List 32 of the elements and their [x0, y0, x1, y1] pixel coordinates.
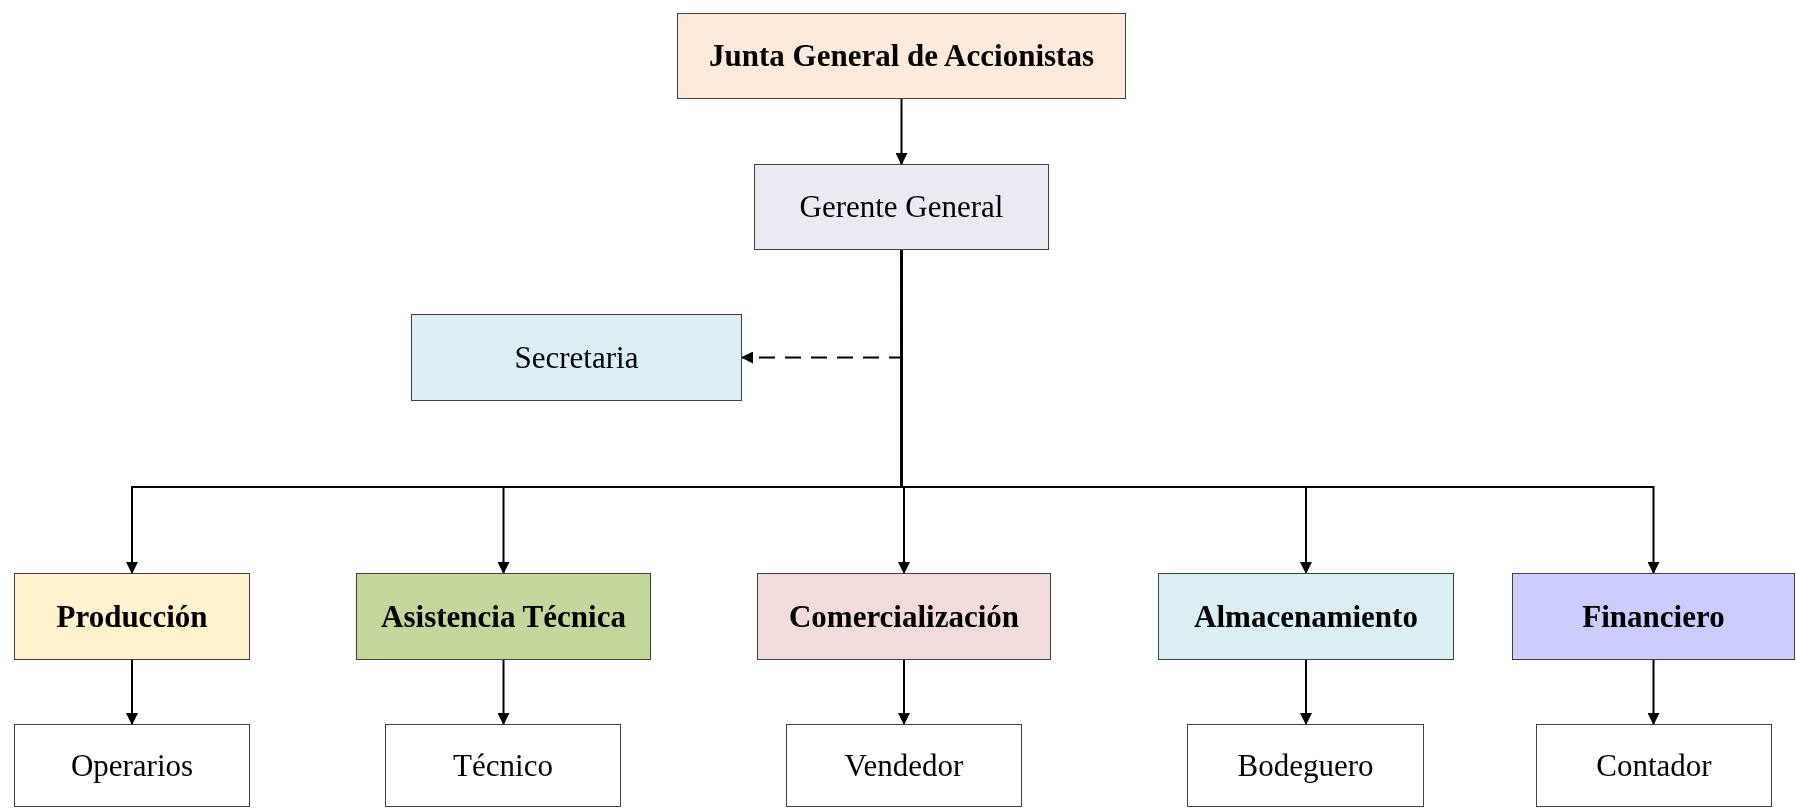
box-label: Almacenamiento [1193, 598, 1419, 635]
org-box [1536, 724, 1772, 807]
box-label: Financiero [1581, 598, 1726, 635]
box-label: Técnico [452, 747, 554, 784]
org-box [1512, 573, 1795, 660]
box-label: Contador [1595, 747, 1713, 784]
box-label: Asistencia Técnica [380, 598, 627, 635]
box-label: Vendedor [843, 747, 965, 784]
org-box [356, 573, 651, 660]
connector-arrow [1647, 659, 1660, 725]
box-label: Bodeguero [1236, 747, 1375, 784]
org-box [14, 573, 250, 660]
box-label: Producción [55, 598, 209, 635]
box-label: Operarios [69, 747, 195, 784]
org-box [786, 724, 1022, 807]
org-box [677, 13, 1126, 99]
org-box [385, 724, 621, 807]
connector-arrow [895, 98, 908, 165]
org-box [754, 164, 1049, 250]
connector-arrow [126, 659, 138, 725]
connector-arrow [898, 659, 910, 725]
connector-arrow [1300, 659, 1312, 725]
org-box [14, 724, 250, 807]
org-box [1158, 573, 1454, 660]
box-label: Comercialización [787, 598, 1021, 635]
org-box [411, 314, 742, 401]
connector-arrow [497, 659, 510, 725]
box-label: Gerente General [798, 189, 1005, 225]
org-box [757, 573, 1051, 660]
org-box [1187, 724, 1424, 807]
box-label: Secretaria [513, 339, 640, 376]
box-label: Junta General de Accionistas [708, 38, 1095, 74]
